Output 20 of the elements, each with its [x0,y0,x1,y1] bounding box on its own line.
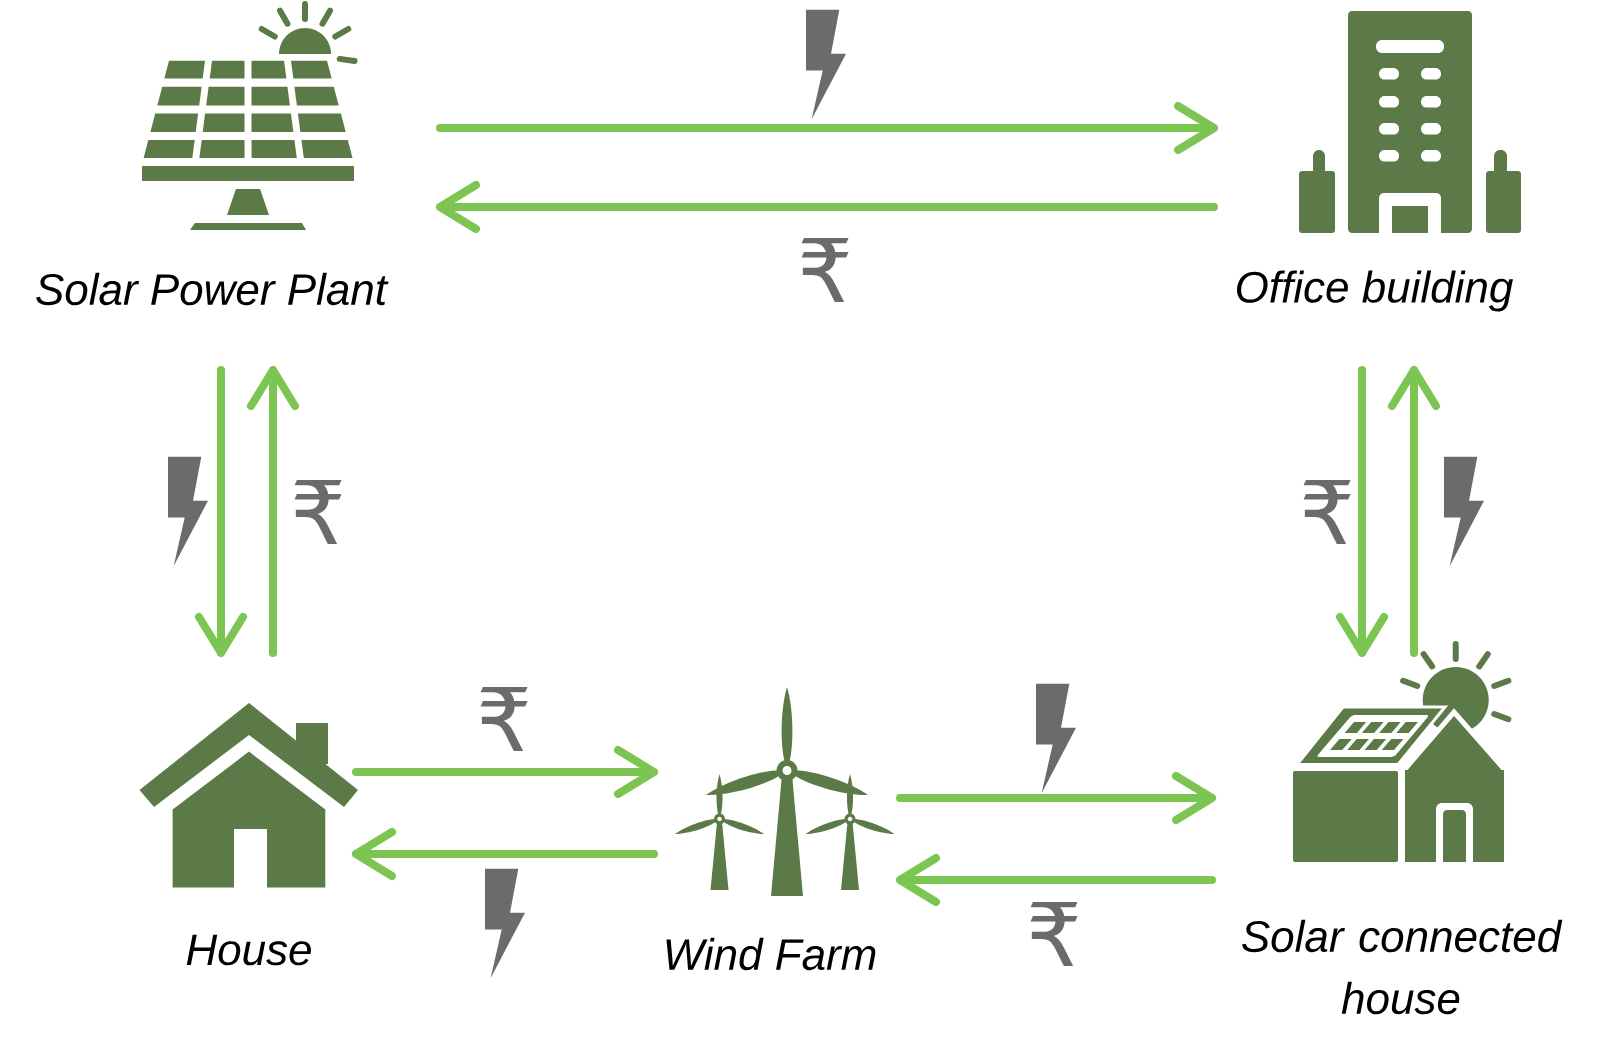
edge-label: ₹ [795,235,855,305]
arrow [352,746,658,798]
node-label: Office building [1237,270,1513,312]
edge-label: ₹ [288,477,348,547]
node-label: Solar connected house [1242,919,1563,1015]
arrow [247,366,299,657]
arrow [1336,366,1388,657]
edge-label: ₹ [474,684,534,754]
arrow [896,854,1216,906]
node-label: House [186,934,311,966]
edge-label: ₹ [1024,899,1084,969]
node-label: Solar Power Plant [36,272,389,306]
arrow [1388,366,1440,657]
arrow [195,366,247,657]
edge-label: ₹ [1297,477,1357,547]
arrow [352,828,658,880]
arrow [436,102,1218,154]
node-label: Wind Farm [666,937,876,971]
arrow [896,772,1216,824]
arrow [436,181,1218,233]
